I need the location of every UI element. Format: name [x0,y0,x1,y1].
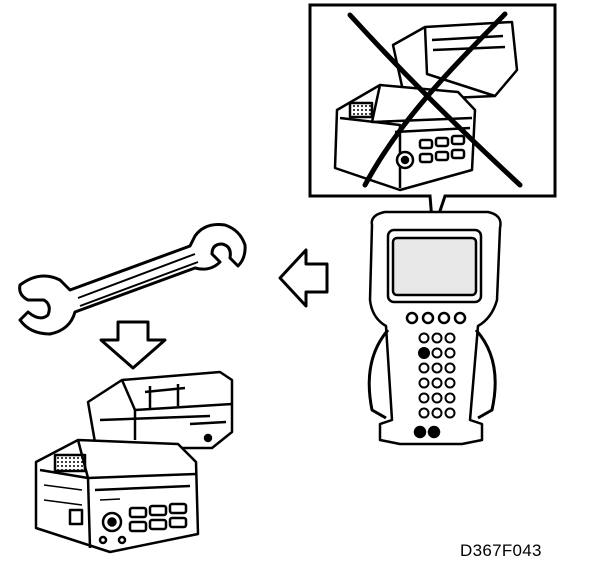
x-cross-icon [347,11,523,188]
right-handle [474,328,497,420]
open-end-wrench-icon [18,223,247,336]
keypad [418,332,456,419]
hollow-arrow-left-icon [278,248,329,308]
left-handle [367,329,390,420]
figure-code-label: D367F043 [460,541,542,560]
callout-radio-stack [333,20,519,192]
scan-tool-screen [391,236,478,297]
radio-stack [34,370,234,554]
hollow-arrow-down-icon [99,320,167,370]
scan-tool [367,210,502,446]
crossed-radio-callout [308,3,557,233]
